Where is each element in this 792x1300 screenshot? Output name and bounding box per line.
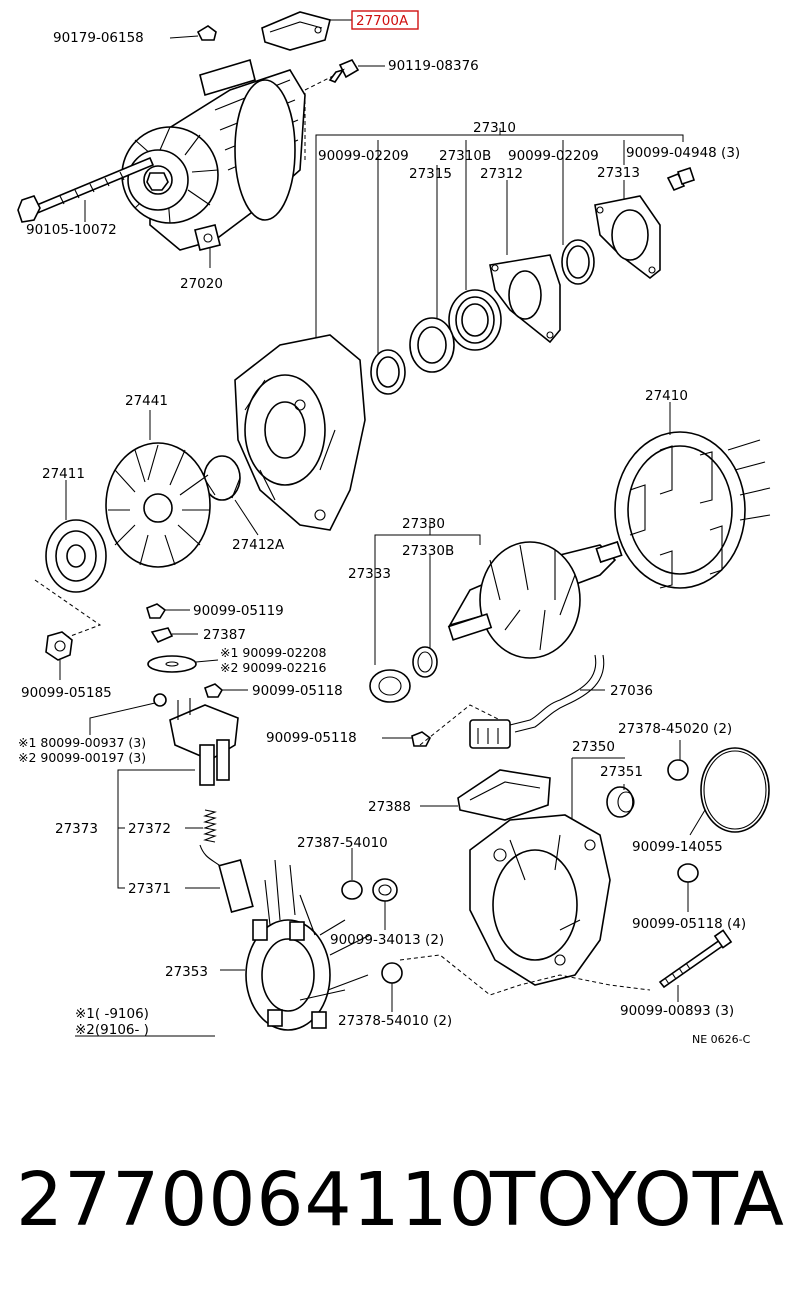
harness-27036 [469, 654, 605, 749]
label-27333: 27333 [348, 566, 391, 582]
insulator-27387 [150, 627, 174, 644]
drive-end-frame [234, 334, 366, 531]
label-90099-05118-c: 90099-05118 (4) [632, 916, 746, 932]
brush-holder-27373 [169, 698, 239, 786]
label-90099-05118-b: 90099-05118 [266, 730, 357, 746]
bearing-27333 [369, 669, 411, 703]
label-27036: 27036 [610, 683, 653, 699]
label-27441: 27441 [125, 393, 168, 409]
label-27350: 27350 [572, 739, 615, 755]
insulator-27378-54010 [381, 962, 403, 984]
small-nut-90099-05118-a [204, 683, 224, 698]
rear-frame-27350 [469, 814, 611, 986]
insulator-27387-54010 [341, 880, 363, 900]
ring-27330b [412, 646, 438, 678]
label-27312: 27312 [480, 166, 523, 182]
label-90099-04948: 90099-04948 (3) [626, 145, 740, 161]
label-27378-45020: 27378-45020 (2) [618, 721, 732, 737]
oring-90099-14055 [700, 747, 770, 833]
washer-90099-02208 [147, 655, 197, 673]
bushing-27351 [606, 786, 635, 818]
label-90119-08376: 90119-08376 [388, 58, 479, 74]
label-90105-10072: 90105-10072 [26, 222, 117, 238]
label-90099-00893: 90099-00893 (3) [620, 1003, 734, 1019]
label-90099-14055: 90099-14055 [632, 839, 723, 855]
ring-90099-02209-a [370, 349, 406, 395]
label-27020: 27020 [180, 276, 223, 292]
label-90179-06158: 90179-06158 [53, 30, 144, 46]
label-27410: 27410 [645, 388, 688, 404]
label-27313: 27313 [597, 165, 640, 181]
label-90099-05118-a: 90099-05118 [252, 683, 343, 699]
label-27353: 27353 [165, 964, 208, 980]
label-27372: 27372 [128, 821, 171, 837]
note-1: ※1( -9106) [75, 1006, 149, 1022]
spring-27372 [203, 809, 217, 843]
label-27700a: 27700A [356, 13, 409, 29]
nut-90099-05185 [45, 631, 73, 661]
figure-code: NE 0626-C [692, 1033, 751, 1046]
bolt-90099-04948 [666, 166, 696, 192]
insulator-27378-45020 [667, 759, 689, 781]
brand-name: TOYOTA [489, 1157, 785, 1243]
pulley-27411 [45, 519, 107, 593]
screw-80099-00937 [153, 693, 167, 707]
label-27387-54010: 27387-54010 [297, 835, 388, 851]
label-90099-05119: 90099-05119 [193, 603, 284, 619]
label-90099-02209-b: 90099-02209 [508, 148, 599, 164]
alternator-assembly [17, 58, 336, 251]
note-2: ※2(9106- ) [75, 1022, 149, 1038]
bearing-27310b [448, 289, 502, 351]
label-90099-02208: ※1 90099-02208 [220, 645, 326, 660]
label-27330: 27330 [402, 516, 445, 532]
label-27373: 27373 [55, 821, 98, 837]
ring-90099-02209-b [561, 239, 595, 285]
label-27330b: 27330B [402, 543, 454, 559]
fan-27441 [105, 442, 211, 568]
label-27315: 27315 [409, 166, 452, 182]
label-27310b: 27310B [439, 148, 491, 164]
screw-90119-08376 [328, 58, 360, 83]
label-90099-02209-a: 90099-02209 [318, 148, 409, 164]
stator-27410 [614, 431, 771, 589]
label-90099-34013: 90099-34013 (2) [330, 932, 444, 948]
label-27388: 27388 [368, 799, 411, 815]
highlight-box [351, 10, 419, 30]
nut-90099-34013 [372, 878, 398, 902]
label-27310: 27310 [473, 120, 516, 136]
label-27387: 27387 [203, 627, 246, 643]
label-27378-54010: 27378-54010 (2) [338, 1013, 452, 1029]
label-90099-05185: 90099-05185 [21, 685, 112, 701]
cover-27388 [457, 769, 551, 821]
bolt-90099-00893 [658, 929, 733, 989]
regulator-27700a [261, 11, 331, 51]
label-90099-02216: ※2 90099-02216 [220, 660, 326, 675]
small-nut-90099-05119 [146, 603, 167, 619]
brush-27371 [199, 844, 254, 914]
plate-27313 [594, 195, 661, 280]
nut-90179-06158 [196, 25, 217, 41]
small-nut-90099-05118-c [677, 863, 699, 883]
seal-27315 [409, 317, 455, 373]
label-80099-00937: ※1 80099-00937 (3) [18, 735, 146, 750]
label-27371: 27371 [128, 881, 171, 897]
rectifier-27353 [245, 859, 371, 1031]
plate-27312 [489, 254, 561, 344]
label-90099-00197: ※2 90099-00197 (3) [18, 750, 146, 765]
label-27351: 27351 [600, 764, 643, 780]
rotor-27330 [447, 540, 623, 659]
label-27412a: 27412A [232, 537, 285, 553]
small-nut-90099-05118-b [411, 731, 432, 747]
part-number: 2770064110 [16, 1157, 497, 1243]
label-27411: 27411 [42, 466, 85, 482]
